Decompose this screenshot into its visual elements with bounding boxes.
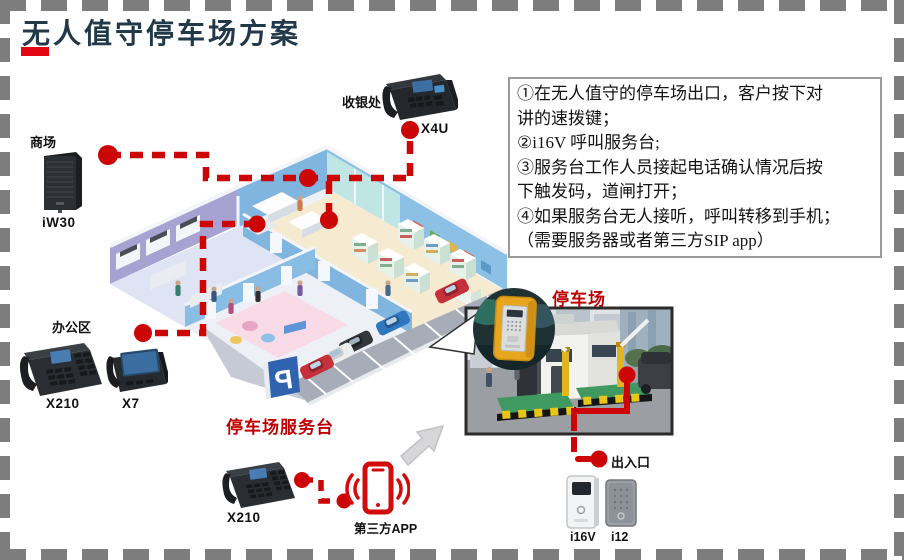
parked-cars (300, 278, 469, 380)
slide-border-bottom (0, 549, 904, 560)
intercom-i16v (564, 474, 602, 530)
striped-curbs (497, 393, 652, 421)
label-cashier: 收银处 (342, 95, 382, 110)
phone-x4u (376, 66, 458, 124)
label-gate: 出入口 (611, 455, 651, 470)
people (175, 195, 391, 314)
label-i12: i12 (611, 530, 629, 544)
label-x210-service: X210 (227, 510, 261, 525)
label-parking: 停车场 (552, 290, 606, 309)
slide-border-left (0, 0, 10, 560)
p-sign-letter: P (273, 364, 295, 396)
market-shelves (352, 219, 481, 307)
phone-x210-service (216, 454, 296, 512)
label-i16v: i16V (570, 530, 596, 544)
phone-x7-office (100, 336, 168, 398)
kids-area (230, 320, 306, 344)
page-title: 无人值守停车场方案 (22, 19, 302, 50)
label-iw30: iW30 (42, 215, 76, 230)
phone-x210-office (12, 334, 104, 400)
title-underline (21, 47, 49, 56)
door-intercom-device (492, 295, 537, 362)
intercom-inset (473, 288, 555, 370)
label-service-desk: 停车场服务台 (226, 418, 334, 437)
speaker-iw30 (36, 150, 88, 214)
label-x4u: X4U (421, 121, 449, 136)
flow-arrow (399, 424, 445, 467)
connection-dots (98, 121, 636, 509)
cashier-counters (246, 192, 326, 238)
parking-sign: P (263, 356, 300, 400)
solution-steps-box: ①在无人值守的停车场出口，客户按下对 讲的速拨键； ②i16V 呼叫服务台; ③… (508, 77, 882, 258)
slide-border-top (0, 0, 904, 11)
label-app: 第三方APP (354, 522, 418, 536)
label-x210-office: X210 (46, 396, 80, 411)
third-party-app-icon (344, 458, 410, 522)
label-x7: X7 (122, 396, 140, 411)
intercom-i12 (604, 478, 638, 528)
label-mall: 商场 (30, 135, 57, 150)
slide-border-right (894, 0, 904, 560)
label-office: 办公区 (52, 320, 92, 335)
